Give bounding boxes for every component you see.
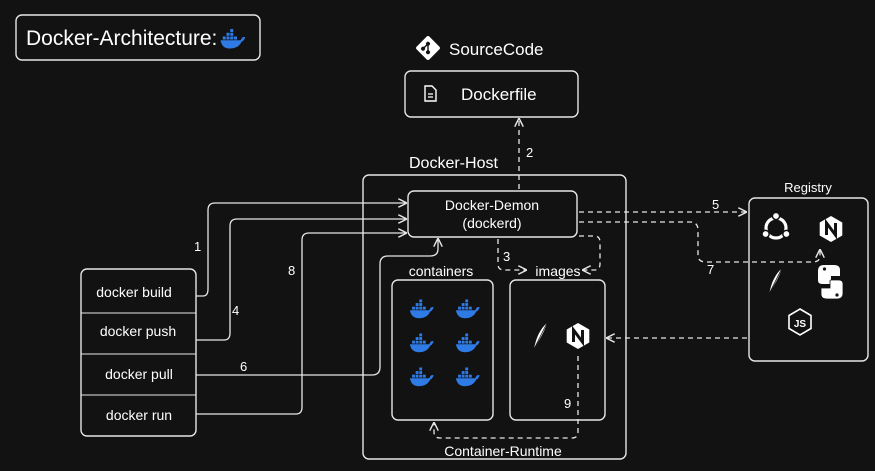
daemon-to-images-arrow — [497, 239, 526, 270]
container-whale-icon — [409, 367, 434, 387]
source-code-label: SourceCode — [416, 36, 544, 60]
docker-build-command: docker build — [96, 284, 172, 300]
push-arrow — [196, 219, 406, 341]
title-text: Docker-Architecture: — [26, 27, 217, 50]
nginx-icon — [818, 214, 844, 244]
daemon-subname: (dockerd) — [462, 215, 521, 231]
step-number: 8 — [288, 263, 295, 278]
container-icons — [409, 299, 480, 387]
containers-box — [391, 279, 494, 421]
daemon-images-return-arrow — [579, 235, 601, 270]
container-whale-icon — [455, 367, 480, 387]
container-whale-icon — [455, 333, 480, 353]
file-icon — [424, 85, 437, 102]
runtime-arrow — [434, 356, 579, 439]
step-number: 6 — [240, 359, 247, 374]
apache-feather-icon — [533, 322, 548, 350]
step-number: 9 — [564, 396, 571, 411]
registry-box — [748, 197, 869, 362]
title-box: Docker-Architecture: — [15, 14, 261, 61]
daemon-name: Docker-Demon — [445, 197, 539, 213]
apache-feather-icon — [768, 268, 783, 294]
run-arrow — [196, 233, 406, 415]
pull-from-registry-arrow — [579, 221, 820, 263]
pull-arrow — [196, 239, 438, 376]
container-runtime-label: Container-Runtime — [444, 443, 562, 459]
nginx-icon — [565, 321, 591, 351]
build-arrow — [196, 203, 406, 297]
step-number: 2 — [526, 145, 533, 160]
container-whale-icon — [455, 299, 480, 319]
nodejs-icon: JS — [788, 308, 812, 336]
images-label: images — [535, 263, 580, 279]
step-number: 1 — [194, 239, 201, 254]
step-number: 4 — [232, 303, 239, 318]
source-code-text: SourceCode — [449, 40, 544, 59]
svg-text:JS: JS — [794, 319, 807, 330]
docker-run-command: docker run — [106, 407, 172, 423]
docker-pull-command: docker pull — [105, 366, 173, 382]
python-icon — [818, 265, 844, 300]
docker-host-label: Docker-Host — [409, 155, 498, 172]
step-number: 5 — [712, 197, 719, 212]
docker-whale-icon — [220, 29, 246, 49]
dockerfile-box: Dockerfile — [404, 70, 579, 118]
container-whale-icon — [409, 299, 434, 319]
ubuntu-icon — [761, 211, 791, 240]
docker-daemon-box: Docker-Demon (dockerd) — [407, 190, 578, 238]
container-whale-icon — [409, 333, 434, 353]
dockerfile-text: Dockerfile — [461, 85, 537, 104]
docker-host-box — [362, 174, 627, 460]
git-icon — [416, 36, 440, 60]
docker-push-command: docker push — [100, 323, 176, 339]
commands-panel: docker build docker push docker pull doc… — [80, 268, 197, 437]
step-number: 7 — [707, 262, 714, 277]
containers-label: containers — [409, 263, 474, 279]
registry-label: Registry — [784, 180, 832, 195]
step-number: 3 — [503, 249, 510, 264]
images-box — [509, 279, 606, 421]
